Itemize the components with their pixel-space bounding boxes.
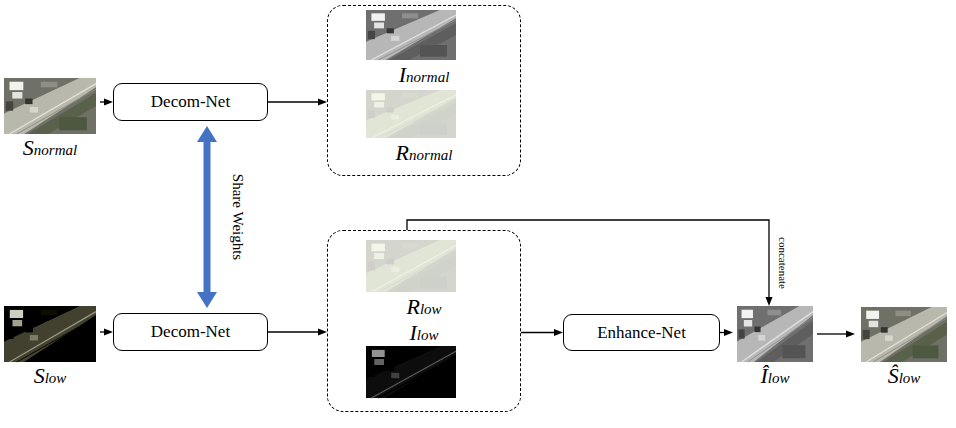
arrow-head — [724, 329, 733, 336]
flow-arrow — [817, 331, 855, 338]
group-box: RlowIlow — [327, 230, 521, 412]
arrow-head — [554, 329, 563, 336]
arrow-head — [104, 329, 113, 336]
edge-label: Share Weights — [229, 174, 246, 260]
image-panel: Slow — [0, 306, 100, 394]
normal-photo — [4, 78, 96, 134]
symbol-label: Ŝlow — [855, 364, 953, 390]
image-panel: Snormal — [0, 78, 100, 164]
connector-line — [720, 332, 724, 333]
symbol-label: Inormal — [328, 63, 520, 89]
edge-label: concatenate — [777, 237, 789, 289]
flow-arrow — [268, 99, 327, 106]
flow-arrow — [407, 220, 773, 306]
arrow-head — [318, 99, 327, 106]
flow-arrow — [720, 329, 733, 336]
low-light-photo — [4, 306, 96, 362]
arrow-head — [318, 329, 327, 336]
illumination-map — [366, 10, 456, 60]
box-label: Decom-Net — [151, 92, 230, 112]
symbol-label: Ilow — [328, 321, 520, 347]
symbol-label: Îlow — [733, 364, 817, 390]
arrow-head — [104, 99, 113, 106]
arrow-head — [766, 297, 773, 306]
flow-arrow — [268, 329, 327, 336]
arrow-head — [197, 292, 217, 308]
group-box: InormalRnormal — [327, 5, 521, 176]
flow-arrow — [521, 329, 563, 336]
reflectance-map — [366, 90, 456, 138]
box-label: Decom-Net — [151, 322, 230, 342]
process-box: Decom-Net — [113, 83, 268, 121]
symbol-label: Snormal — [0, 136, 100, 162]
box-label: Enhance-Net — [597, 323, 686, 343]
process-box: Decom-Net — [113, 313, 268, 351]
reflectance-map — [366, 240, 456, 292]
process-box: Enhance-Net — [563, 314, 720, 351]
symbol-label: Rnormal — [328, 141, 520, 167]
connector-line — [268, 331, 318, 332]
shared-weights-arrow — [197, 126, 217, 308]
connector-line — [407, 220, 769, 297]
arrow-head — [197, 126, 217, 142]
symbol-label: Rlow — [328, 295, 520, 321]
enhanced-illumination — [737, 306, 813, 362]
symbol-label: Slow — [0, 364, 100, 390]
connector-line — [817, 333, 846, 334]
enhanced-photo — [861, 307, 947, 362]
illumination-map — [366, 346, 456, 398]
flow-arrow — [100, 329, 113, 336]
connector-line — [204, 142, 211, 292]
image-panel: Îlow — [733, 306, 817, 394]
arrow-head — [846, 331, 855, 338]
image-panel: Ŝlow — [855, 306, 953, 394]
connector-line — [100, 101, 104, 102]
flow-arrow — [100, 99, 113, 106]
connector-line — [521, 332, 554, 333]
connector-line — [268, 101, 318, 102]
connector-line — [100, 331, 104, 332]
